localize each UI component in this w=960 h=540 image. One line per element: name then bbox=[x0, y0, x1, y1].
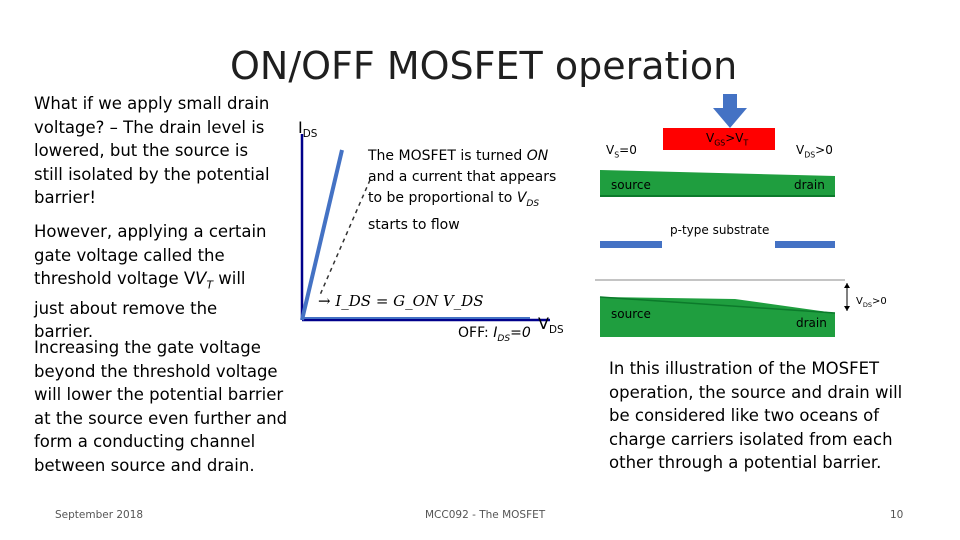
vgs-label: VGS>VT bbox=[706, 131, 749, 148]
footer-date: September 2018 bbox=[55, 509, 144, 521]
off-label: OFF: IDS=0 bbox=[458, 325, 531, 344]
source-label-bottom: source bbox=[611, 307, 651, 321]
on-current-line bbox=[300, 149, 344, 321]
y-axis-label: IDS bbox=[298, 118, 318, 141]
on-annotation: The MOSFET is turned ON and a current th… bbox=[368, 148, 557, 233]
gate-arrow-shaft bbox=[723, 94, 737, 108]
channel-region-bottom bbox=[600, 297, 835, 337]
gate-arrow-head bbox=[713, 108, 747, 128]
drain-label-bottom: drain bbox=[796, 316, 827, 330]
paragraph-drain-voltage: What if we apply small drain voltage? – … bbox=[34, 94, 270, 207]
substrate-label: p-type substrate bbox=[670, 223, 770, 237]
page-number: 10 bbox=[890, 509, 904, 521]
channel-region bbox=[600, 170, 835, 195]
iv-graph bbox=[300, 134, 550, 322]
footer-course: MCC092 - The MOSFET bbox=[425, 509, 546, 521]
band-diagram-bottom bbox=[595, 279, 850, 337]
page-title: ON/OFF MOSFET operation bbox=[230, 44, 738, 88]
gate-bar bbox=[663, 128, 775, 150]
paragraph-conducting-channel: Increasing the gate voltage beyond the t… bbox=[34, 338, 288, 475]
substrate-bar-left bbox=[600, 241, 662, 248]
drain-label-top: drain bbox=[794, 178, 825, 192]
on-equation: → I_DS = G_ON V_DS bbox=[318, 292, 484, 310]
substrate-bar-right bbox=[775, 241, 835, 248]
x-axis-label: VDS bbox=[538, 314, 564, 337]
vds-label-top: VDS>0 bbox=[796, 143, 833, 160]
vs-label: VS=0 bbox=[606, 143, 637, 160]
paragraph-illustration: In this illustration of the MOSFET opera… bbox=[609, 359, 903, 472]
paragraph-threshold: However, applying a certain gate voltage… bbox=[34, 222, 267, 342]
vds-label-bottom: VDS>0 bbox=[856, 296, 887, 309]
source-label-top: source bbox=[611, 178, 651, 192]
dashed-pointer bbox=[319, 179, 371, 296]
band-diagram-top bbox=[600, 94, 835, 248]
